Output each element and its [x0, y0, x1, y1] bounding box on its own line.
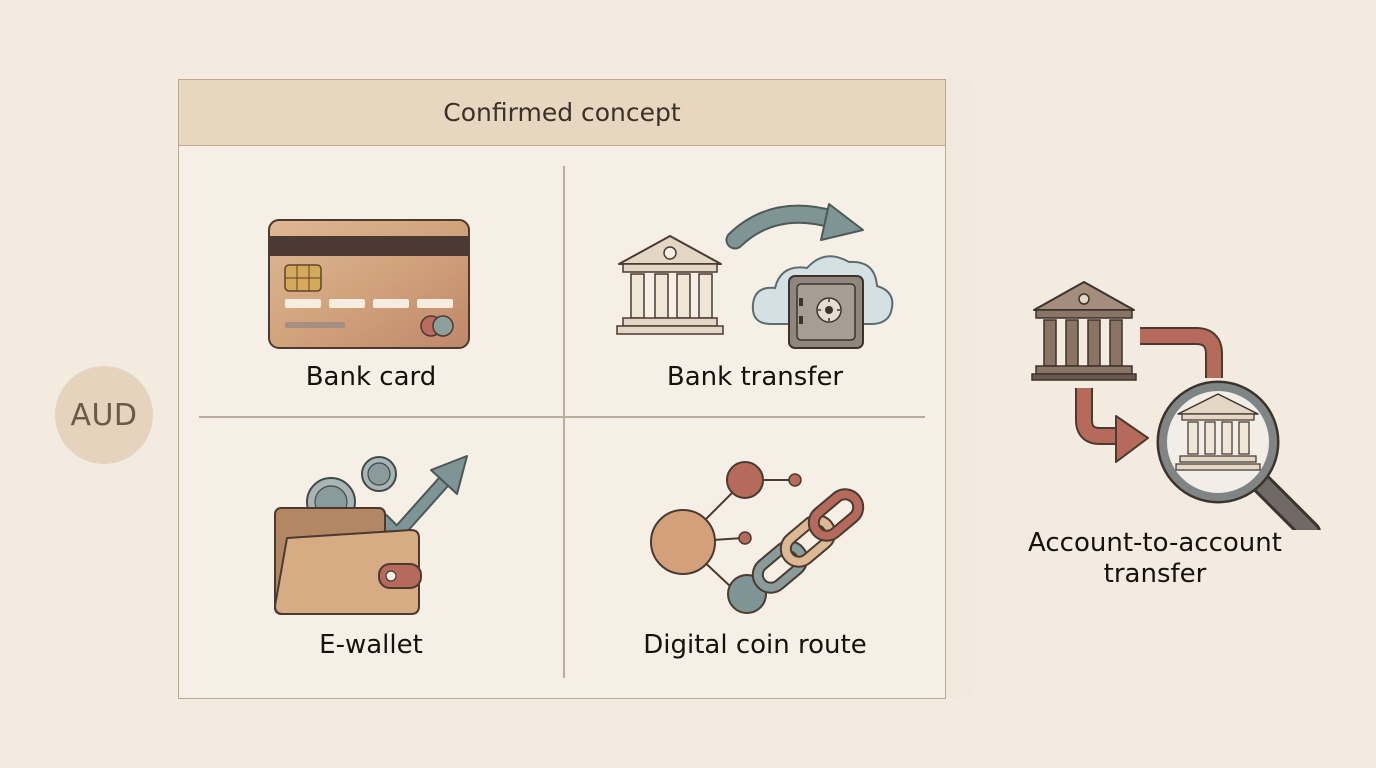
- e-wallet-icon: [274, 455, 468, 615]
- bank-transfer-icon: [616, 203, 894, 349]
- method-e-wallet: E-wallet: [179, 416, 563, 700]
- account-to-account-concept: Account-to-account transfer: [1010, 270, 1340, 600]
- method-label: Digital coin route: [643, 630, 867, 660]
- method-bank-card: Bank card: [179, 146, 563, 416]
- method-bank-transfer: Bank transfer: [563, 146, 947, 416]
- method-label: Bank card: [305, 362, 437, 392]
- confirmed-concept-panel: Confirmed concept: [178, 79, 946, 699]
- grid-divider-horizontal: [199, 416, 925, 418]
- panel-title: Confirmed concept: [179, 80, 945, 146]
- method-label: Bank transfer: [666, 362, 844, 392]
- method-digital-coin-route: Digital coin route: [563, 416, 947, 700]
- account-to-account-label: Account-to-account transfer: [1028, 528, 1282, 589]
- currency-badge: AUD: [55, 366, 153, 464]
- grid-divider-vertical: [563, 166, 565, 678]
- account-to-account-icon: [1031, 281, 1321, 530]
- digital-coin-icon: [650, 461, 865, 614]
- method-label: E-wallet: [319, 630, 423, 660]
- bank-card-icon: [268, 219, 470, 349]
